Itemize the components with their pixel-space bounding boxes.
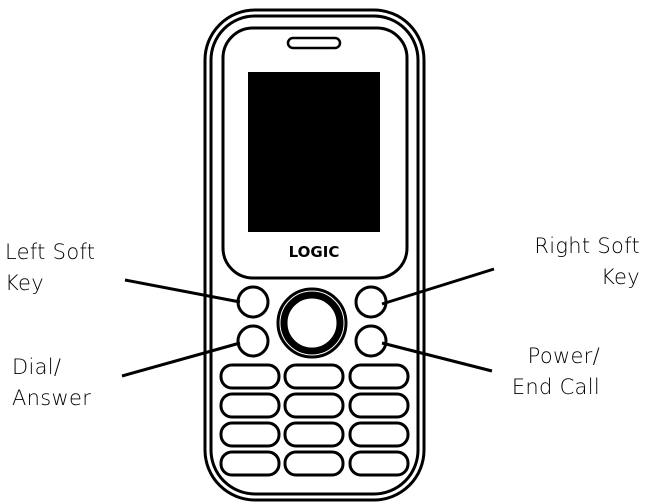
keypad-key-r3-c3 — [348, 421, 410, 448]
label-dial-answer-line-1: Dial/ — [12, 355, 62, 379]
leader-line-dial-answer — [121, 341, 241, 378]
leader-line-power-end-call — [381, 341, 493, 373]
label-right-soft-key-line-1: Right Soft — [534, 234, 640, 258]
keypad-key-r2-c2 — [283, 392, 345, 419]
phone-body-outer — [203, 8, 426, 502]
keypad-key-r1-c2 — [283, 363, 345, 390]
left-soft-key — [236, 285, 270, 319]
earpiece-speaker — [286, 36, 342, 50]
label-power-end-call-line-1: Power/ — [527, 344, 600, 368]
display-screen — [248, 72, 380, 232]
navigation-ring-outer — [276, 287, 348, 359]
keypad-key-r2-c3 — [348, 392, 410, 419]
label-right-soft-key: Right Soft Key — [480, 231, 640, 293]
keypad-key-r3-c2 — [283, 421, 345, 448]
brand-logo: LOGIC — [289, 243, 340, 261]
keypad — [219, 363, 410, 477]
label-right-soft-key-line-2: Key — [601, 265, 640, 289]
right-soft-key — [354, 285, 388, 319]
power-end-call-key — [354, 324, 388, 358]
label-dial-answer: Dial/ Answer — [12, 352, 91, 414]
label-left-soft-key-line-2: Key — [5, 271, 44, 295]
label-dial-answer-line-2: Answer — [12, 386, 92, 410]
keypad-key-r4-c1 — [219, 450, 281, 477]
label-left-soft-key: Left Soft Key — [5, 237, 95, 299]
keypad-key-r4-c2 — [283, 450, 345, 477]
label-left-soft-key-line-1: Left Soft — [5, 240, 96, 264]
leader-line-right-soft-key — [381, 267, 495, 306]
keypad-key-r1-c1 — [219, 363, 281, 390]
label-power-end-call: Power/ End Call — [470, 341, 600, 403]
dial-answer-key — [236, 324, 270, 358]
keypad-key-r2-c1 — [219, 392, 281, 419]
leader-line-left-soft-key — [124, 278, 241, 304]
keypad-key-r4-c3 — [348, 450, 410, 477]
label-power-end-call-line-2: End Call — [511, 375, 600, 399]
keypad-key-r1-c3 — [348, 363, 410, 390]
navigation-ring-inner — [280, 291, 344, 355]
screen-bezel — [221, 26, 409, 280]
phone-body-inner — [209, 14, 420, 496]
keypad-key-r3-c1 — [219, 421, 281, 448]
